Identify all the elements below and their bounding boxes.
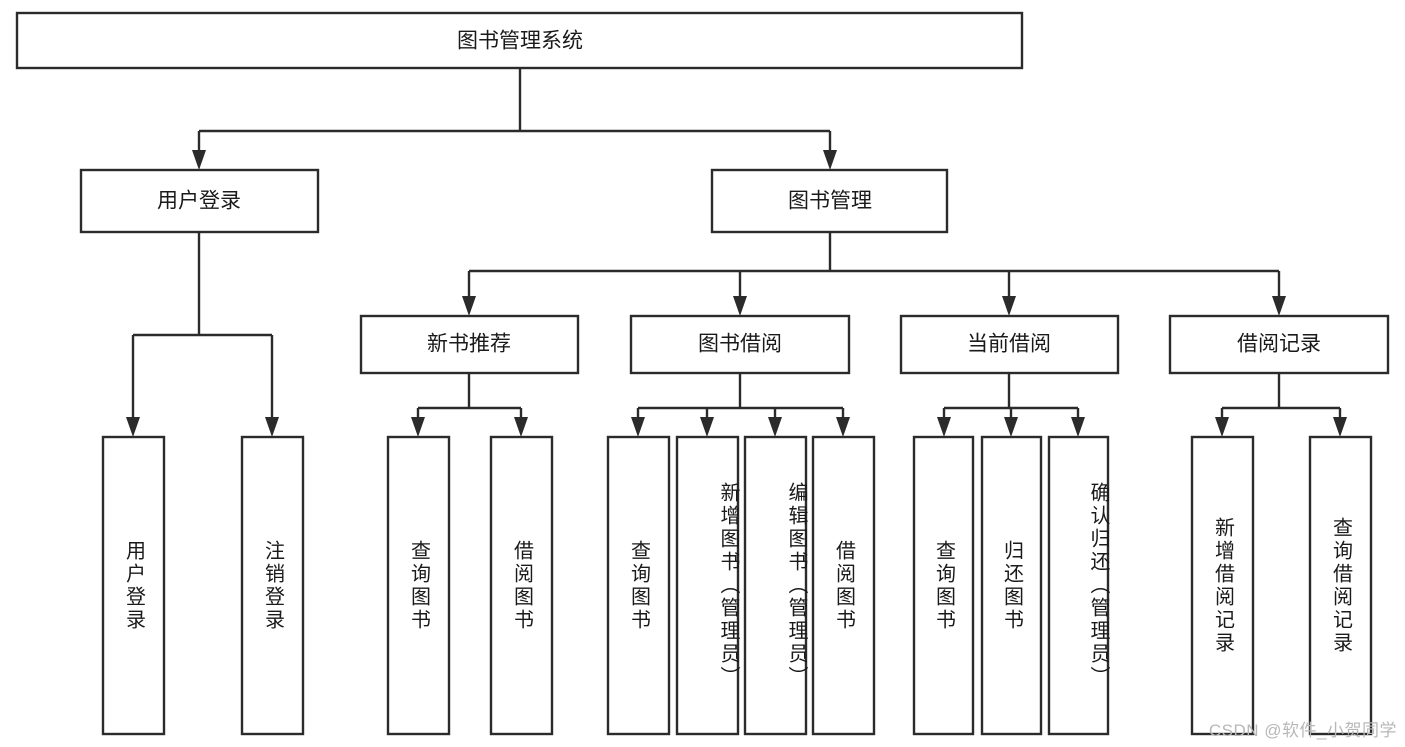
node-current-borrow[interactable]: 当前借阅 bbox=[899, 314, 1120, 375]
leaf-borrow-book-2[interactable] bbox=[811, 435, 876, 736]
node-borrow-record[interactable]: 借阅记录 bbox=[1168, 314, 1390, 375]
connector-bookmanage-to-level3 bbox=[462, 232, 1286, 316]
leaf-confirm-return-label: 确认归还（管理员） bbox=[1087, 482, 1109, 689]
node-book-manage[interactable]: 图书管理 bbox=[710, 168, 949, 234]
node-root[interactable]: 图书管理系统 bbox=[15, 11, 1024, 70]
leaf-query-book-1-label: 查询图书 bbox=[407, 539, 430, 632]
node-new-book-recommend-label: 新书推荐 bbox=[427, 333, 511, 356]
csdn-watermark: CSDN @软件_小贺同学 bbox=[1208, 721, 1397, 740]
connector-bookborrow-to-leaves bbox=[631, 373, 850, 437]
leaf-edit-book-label: 编辑图书（管理员） bbox=[785, 482, 807, 689]
leaf-query-record[interactable] bbox=[1308, 435, 1373, 736]
leaf-borrow-book-2-label: 借阅图书 bbox=[832, 539, 855, 632]
leaf-query-book-3[interactable] bbox=[912, 435, 975, 736]
leaf-query-book-2[interactable] bbox=[606, 435, 671, 736]
leaf-return-book-label: 归还图书 bbox=[1000, 539, 1023, 632]
leaf-logout-login-label: 注销登录 bbox=[261, 539, 284, 632]
leaf-borrow-book-1-label: 借阅图书 bbox=[510, 539, 533, 632]
node-borrow-record-label: 借阅记录 bbox=[1237, 333, 1321, 356]
leaf-user-login[interactable] bbox=[101, 435, 166, 736]
node-root-label: 图书管理系统 bbox=[457, 30, 583, 53]
leaf-borrow-book-1[interactable] bbox=[489, 435, 554, 736]
leaf-query-book-2-label: 查询图书 bbox=[627, 539, 650, 632]
node-current-borrow-label: 当前借阅 bbox=[967, 333, 1051, 356]
leaf-add-record-label: 新增借阅记录 bbox=[1211, 516, 1234, 655]
leaf-add-book-label: 新增图书（管理员） bbox=[717, 482, 739, 689]
leaf-logout-login[interactable] bbox=[240, 435, 305, 736]
connector-currentborrow-to-leaves bbox=[937, 373, 1085, 437]
leaf-query-book-1[interactable] bbox=[386, 435, 451, 736]
connector-userlogin-to-leaves bbox=[126, 232, 279, 437]
connector-borrowrecord-to-leaves bbox=[1215, 373, 1347, 437]
leaf-add-record[interactable] bbox=[1190, 435, 1255, 736]
node-new-book-recommend[interactable]: 新书推荐 bbox=[359, 314, 580, 375]
leaf-add-book[interactable] bbox=[675, 435, 740, 736]
leaf-query-book-3-label: 查询图书 bbox=[932, 539, 955, 632]
leaf-query-record-label: 查询借阅记录 bbox=[1329, 516, 1352, 655]
leaf-return-book[interactable] bbox=[980, 435, 1043, 736]
node-book-manage-label: 图书管理 bbox=[788, 190, 872, 213]
node-book-borrow-label: 图书借阅 bbox=[698, 333, 782, 356]
node-user-login-label: 用户登录 bbox=[157, 190, 241, 213]
leaf-confirm-return[interactable] bbox=[1047, 435, 1110, 736]
connector-root-to-level2 bbox=[192, 68, 837, 170]
node-book-borrow[interactable]: 图书借阅 bbox=[629, 314, 851, 375]
connector-newbook-to-leaves bbox=[411, 373, 528, 437]
leaf-edit-book[interactable] bbox=[743, 435, 808, 736]
leaf-user-login-label: 用户登录 bbox=[122, 539, 145, 632]
node-user-login[interactable]: 用户登录 bbox=[79, 168, 320, 234]
